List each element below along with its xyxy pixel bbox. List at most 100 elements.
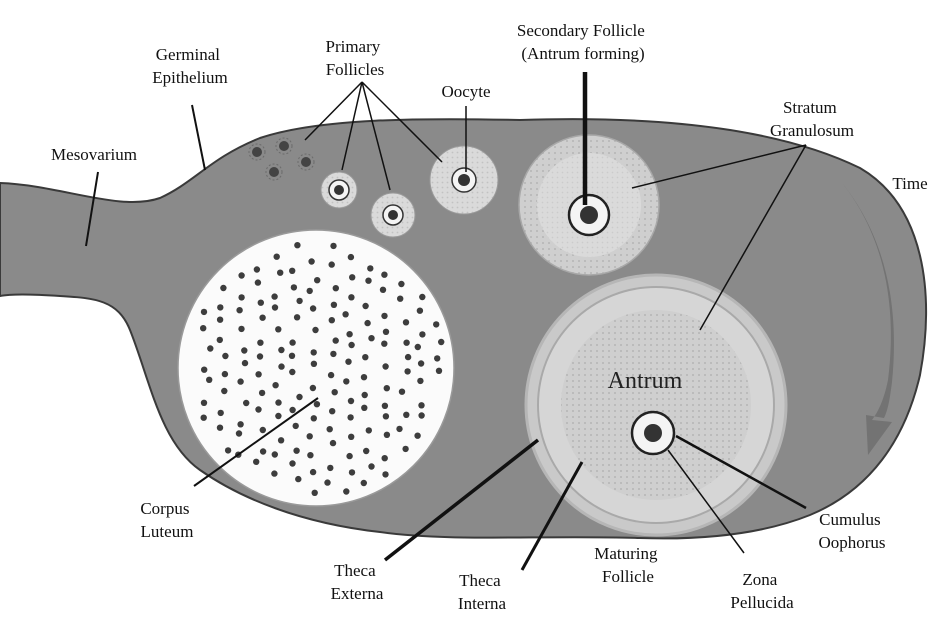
luteal-cell [328,372,334,378]
luteal-cell [403,319,409,325]
luteal-cell [438,339,444,345]
luteal-cell [398,281,404,287]
luteal-cell [272,451,278,457]
luteal-cell [220,285,226,291]
luteal-cell [238,272,244,278]
luteal-cell [242,360,248,366]
luteal-cell [294,242,300,248]
corpus-luteum [178,230,454,506]
luteal-cell [312,490,318,496]
luteal-cell [418,402,424,408]
luteal-cell [342,311,348,317]
label-secondary-follicle: Secondary Follicle (Antrum forming) [517,21,649,63]
luteal-cell [383,413,389,419]
luteal-cell [418,412,424,418]
luteal-cell [238,326,244,332]
luteal-cell [259,390,265,396]
luteal-cell [259,315,265,321]
luteal-cell [384,385,390,391]
luteal-cell [346,331,352,337]
luteal-cell [381,313,387,319]
luteal-cell [311,361,317,367]
label-corpus-luteum: Corpus Luteum [140,499,193,541]
luteal-cell [238,294,244,300]
luteal-cell [329,408,335,414]
luteal-cell [327,465,333,471]
luteal-cell [396,426,402,432]
luteal-cell [403,412,409,418]
luteal-cell [243,400,249,406]
luteal-cell [237,421,243,427]
luteal-cell [312,327,318,333]
luteal-cell [201,367,207,373]
luteal-cell [258,300,264,306]
luteal-cell [289,268,295,274]
luteal-cell [402,446,408,452]
luteal-cell [399,389,405,395]
label-zona-pellucida: Zona Pellucida [730,570,794,612]
primary-follicle-2 [371,193,415,237]
luteal-cell [257,353,263,359]
luteal-cell [277,270,283,276]
luteal-cell [403,340,409,346]
luteal-cell [330,440,336,446]
luteal-cell [278,347,284,353]
luteal-cell [218,410,224,416]
luteal-cell [363,448,369,454]
luteal-cell [348,434,354,440]
label-germinal-epithelium: Germinal Epithelium [152,45,228,87]
luteal-cell [206,377,212,383]
luteal-cell [333,337,339,343]
oocyte-follicle [430,146,498,214]
label-oocyte: Oocyte [441,82,490,101]
luteal-cell [347,414,353,420]
label-theca-interna: Theca Interna [458,571,507,613]
luteal-cell [433,321,439,327]
luteal-cell [349,274,355,280]
luteal-cell [327,426,333,432]
luteal-cell [414,433,420,439]
luteal-cell [380,287,386,293]
luteal-cell [307,433,313,439]
luteal-cell [237,378,243,384]
luteal-cell [418,360,424,366]
luteal-cell [383,329,389,335]
secondary-follicle [519,135,659,275]
luteal-cell [332,389,338,395]
luteal-cell [330,351,336,357]
luteal-cell [217,425,223,431]
luteal-cell [201,309,207,315]
luteal-cell [382,455,388,461]
luteal-cell [296,298,302,304]
luteal-cell [345,359,351,365]
luteal-cell [293,423,299,429]
luteal-cell [254,266,260,272]
luteal-cell [362,392,368,398]
luteal-cell [255,371,261,377]
luteal-cell [419,294,425,300]
luteal-cell [275,326,281,332]
luteal-cell [289,353,295,359]
luteal-cell [310,469,316,475]
luteal-cell [294,314,300,320]
luteal-cell [296,394,302,400]
luteal-cell [217,337,223,343]
luteal-cell [222,371,228,377]
label-time: Time [892,174,927,193]
luteal-cell [217,304,223,310]
luteal-cell [291,284,297,290]
luteal-cell [260,427,266,433]
luteal-cell [289,369,295,375]
luteal-cell [289,460,295,466]
luteal-cell [381,341,387,347]
luteal-cell [434,355,440,361]
luteal-cell [274,254,280,260]
label-theca-externa: Theca Externa [331,561,384,603]
luteal-cell [382,403,388,409]
luteal-cell [314,277,320,283]
luteal-cell [348,398,354,404]
luteal-cell [289,339,295,345]
luteal-cell [405,354,411,360]
